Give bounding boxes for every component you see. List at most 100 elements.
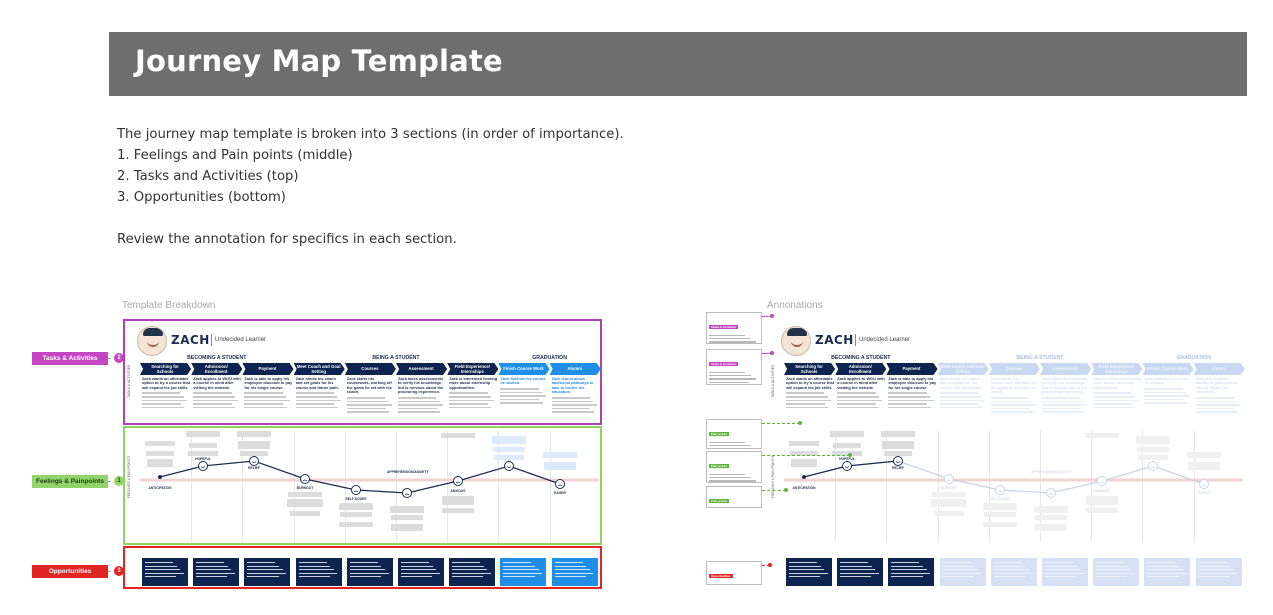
- emotion-face-mouth: [251, 461, 257, 463]
- text-line: [1144, 391, 1187, 394]
- stage-chevron: Searching for Schools: [140, 363, 192, 375]
- stage-chevron: Meet Coach and Goal Setting: [293, 363, 345, 375]
- task-headline: Zack wants an affordable option to try a…: [786, 377, 834, 390]
- emotion-face-mouth: [1201, 484, 1207, 487]
- sticky-note: [287, 499, 323, 507]
- text-line: [503, 576, 535, 578]
- phase-label: BECOMING A STUDENT: [831, 355, 891, 361]
- text-line: [452, 565, 484, 567]
- sticky-note: [1187, 452, 1221, 458]
- column-divider: [396, 430, 397, 542]
- text-line: [401, 576, 433, 578]
- text-line: [709, 445, 751, 447]
- emotion-face-mouth: [844, 466, 850, 468]
- column-divider: [1193, 430, 1195, 542]
- task-card: Zack starts his coursework, working off …: [990, 377, 1039, 433]
- text-line: [295, 392, 334, 395]
- column-divider: [835, 430, 837, 542]
- annotation-dot: [768, 563, 772, 567]
- opportunities-section-frame: [123, 546, 602, 589]
- emotion-face-mouth: [455, 481, 461, 484]
- sticky-note: [791, 459, 817, 467]
- stage-chevron: Alumni: [1193, 363, 1245, 375]
- text-line: [503, 569, 539, 571]
- annotation-connector: [762, 316, 772, 317]
- sticky-note: [1136, 436, 1170, 444]
- text-line: [709, 372, 745, 374]
- task-headline: Zack takes assessments to verify his kno…: [1042, 377, 1088, 395]
- text-line: [398, 407, 437, 410]
- text-line: [1096, 565, 1128, 567]
- emotion-label: BURNOUT: [940, 486, 958, 490]
- text-line: [1045, 562, 1073, 564]
- sticky-note: [288, 492, 322, 497]
- text-line: [786, 406, 829, 409]
- text-line: [244, 403, 284, 405]
- annotation-connector: [762, 455, 850, 456]
- phase-label: GRADUATION: [532, 355, 567, 361]
- emotion-label: EAGER: [554, 491, 566, 495]
- sticky-note: [832, 451, 862, 456]
- column-divider: [988, 430, 990, 542]
- emotion-start-dot: [158, 475, 162, 479]
- text-line: [1042, 404, 1088, 406]
- text-line: [500, 398, 540, 401]
- text-line: [786, 392, 825, 395]
- stage-chevron: Courses: [988, 363, 1040, 375]
- text-line: [1045, 565, 1077, 567]
- emotion-face-icon: [402, 488, 412, 498]
- task-card: Zack wants an affordable option to try a…: [786, 377, 834, 433]
- sticky-note: [237, 431, 271, 437]
- text-line: [196, 565, 228, 567]
- emotion-label: EAGER: [1198, 491, 1210, 495]
- task-headline: Zack starts his coursework, working off …: [346, 377, 392, 395]
- text-line: [1144, 395, 1190, 397]
- sticky-note: [789, 441, 819, 446]
- text-line: [551, 407, 591, 410]
- text-line: [449, 392, 488, 395]
- page-title: Journey Map Template: [135, 44, 503, 78]
- text-line: [500, 391, 543, 394]
- sticky-note: [983, 522, 1017, 527]
- column-divider: [344, 430, 346, 542]
- text-line: [401, 562, 429, 564]
- task-card: Zack takes assessments to verify his kno…: [398, 377, 446, 433]
- sticky-note: [881, 431, 915, 437]
- opportunity-card: [1195, 558, 1242, 586]
- text-line: [993, 569, 1029, 571]
- task-headline: Zack finishes his course he started.: [1144, 377, 1190, 386]
- text-line: [891, 562, 920, 564]
- text-line: [1045, 569, 1081, 571]
- task-card: Zack starts his coursework, working off …: [346, 377, 395, 433]
- stage-chevron: Assessment: [396, 363, 448, 375]
- text-line: [837, 392, 876, 395]
- task-headline: Zack is able to apply his employee disco…: [888, 377, 937, 390]
- text-line: [346, 411, 390, 413]
- sticky-note: [1086, 508, 1118, 513]
- text-line: [503, 562, 532, 564]
- text-line: [349, 572, 389, 574]
- sticky-note: [934, 511, 964, 516]
- text-line: [993, 576, 1025, 578]
- stage-chevron: Field Experience/ Internships: [1091, 363, 1143, 375]
- emotion-start-dot: [802, 475, 806, 479]
- text-line: [840, 562, 869, 564]
- sticky-note: [188, 451, 218, 456]
- sticky-note: [492, 436, 526, 444]
- text-line: [142, 406, 185, 409]
- text-line: [196, 562, 225, 564]
- annotation-dot: [798, 421, 802, 425]
- stage-chevron: Finish Course Work: [498, 363, 550, 375]
- text-line: [891, 572, 931, 574]
- phase-label: BEING A STUDENT: [1016, 355, 1064, 361]
- sticky-note: [290, 511, 320, 516]
- text-line: [1198, 572, 1238, 574]
- phase-label: BEING A STUDENT: [372, 355, 420, 361]
- text-line: [247, 562, 276, 564]
- text-line: [1144, 402, 1187, 404]
- text-line: [1042, 396, 1081, 399]
- text-line: [709, 381, 749, 383]
- text-line: [1195, 407, 1235, 410]
- sticky-note: [441, 433, 475, 438]
- text-line: [942, 562, 971, 564]
